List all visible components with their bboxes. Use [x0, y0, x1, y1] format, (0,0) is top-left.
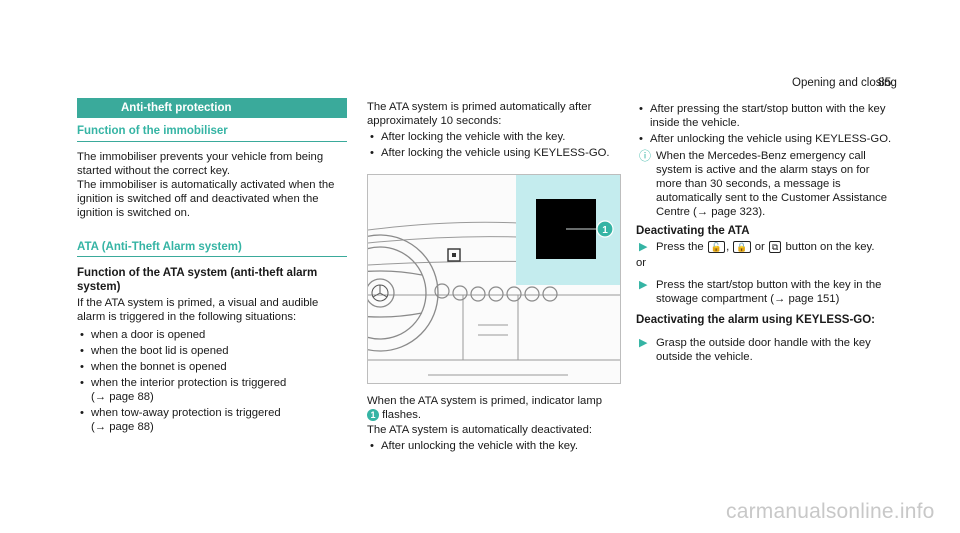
dashboard-illustration: 1: [368, 175, 620, 376]
figure-caption-line-1: When the ATA system is primed, indicator…: [367, 395, 603, 407]
step3-text: Grasp the outside door handle with the k…: [656, 337, 871, 363]
step1-pre: Press the: [656, 241, 704, 253]
list-item: when the bonnet is opened: [77, 360, 347, 374]
callout-badge: 1: [367, 409, 379, 422]
anti-theft-bar: Anti-theft protection: [77, 98, 347, 118]
list-item: After pressing the start/stop button wit…: [636, 102, 898, 130]
step-door-handle: ▶ Grasp the outside door handle with the…: [636, 336, 898, 364]
immobiliser-heading: Function of the immobiliser: [77, 125, 228, 137]
primed-intro: The ATA system is primed automatically a…: [367, 101, 592, 127]
column-middle-lower: When the ATA system is primed, indicator…: [367, 394, 623, 455]
figure-callout: 1: [602, 225, 608, 236]
figure-caption-line-2: flashes.: [382, 409, 422, 421]
page-number: 85: [878, 75, 892, 89]
deactivated-list-cont: After pressing the start/stop button wit…: [636, 102, 898, 146]
list-item: when tow-away protection is triggered: [77, 406, 347, 420]
deactivated-intro: The ATA system is automatically deactiva…: [367, 424, 592, 436]
dashboard-figure: 1: [367, 174, 621, 384]
list-item: when the interior protection is triggere…: [77, 376, 347, 390]
situations-list: when a door is opened when the boot lid …: [77, 328, 347, 434]
page-ref-link[interactable]: (→ page 88): [91, 391, 154, 403]
step-arrow-icon: ▶: [639, 241, 648, 253]
unlock-icon: 🔓: [707, 241, 726, 253]
step2-text: Press the start/stop button with the key…: [656, 279, 882, 305]
section-title: Opening and closing: [792, 77, 897, 89]
keyless-heading: Deactivating the alarm using KEYLESS-GO:: [636, 314, 875, 326]
step1-or: or: [754, 241, 765, 253]
ata-section-heading-block: ATA (Anti-Theft Alarm system): [77, 240, 347, 257]
step-start-stop: ▶ Press the start/stop button with the k…: [636, 278, 898, 306]
column-middle: The ATA system is primed automatically a…: [367, 100, 623, 162]
lock-icon: 🔒: [733, 241, 751, 253]
immobiliser-heading-block: Function of the immobiliser: [77, 124, 347, 142]
note-block: ⓘ When the Mercedes-Benz emergency call …: [636, 149, 898, 219]
step1-post: button on the key.: [785, 241, 875, 253]
figure-caption-line-2-wrap: 1 flashes.: [367, 408, 623, 422]
list-item: After locking the vehicle with the key.: [367, 130, 623, 144]
or-separator: or: [636, 257, 647, 269]
deactivating-ata-heading: Deactivating the ATA: [636, 225, 750, 237]
ata-function-heading: Function of the ATA system (anti-theft a…: [77, 267, 318, 293]
step-press-button: ▶ Press the 🔓, 🔒 or ⧉ button on the key.: [639, 241, 875, 253]
list-item: After unlocking the vehicle with the key…: [367, 439, 623, 453]
column-right: After pressing the start/stop button wit…: [636, 100, 898, 364]
list-item: After unlocking the vehicle using KEYLES…: [636, 132, 898, 146]
list-item: when the boot lid is opened: [77, 344, 347, 358]
info-icon: ⓘ: [639, 149, 652, 163]
immobiliser-paragraph-1: The immobiliser prevents your vehicle fr…: [77, 151, 324, 177]
list-item: After locking the vehicle using KEYLESS-…: [367, 146, 623, 160]
watermark: carmanualsonline.info: [726, 500, 935, 523]
boot-lid-icon: ⧉: [768, 241, 782, 253]
step-arrow-icon: ▶: [639, 337, 648, 349]
primed-list: After locking the vehicle with the key. …: [367, 130, 623, 160]
immobiliser-paragraph-2: The immobiliser is automatically activat…: [77, 179, 335, 219]
ata-intro: If the ATA system is primed, a visual an…: [77, 297, 319, 323]
note-text: When the Mercedes-Benz emergency call sy…: [656, 150, 888, 218]
column-left: Anti-theft protection Function of the im…: [77, 98, 347, 436]
deactivated-list: After unlocking the vehicle with the key…: [367, 439, 623, 453]
step-arrow-icon: ▶: [639, 279, 648, 291]
page-ref-link[interactable]: (→ page 88): [91, 421, 154, 433]
ata-section-heading: ATA (Anti-Theft Alarm system): [77, 241, 242, 253]
list-item: when a door is opened: [77, 328, 347, 342]
